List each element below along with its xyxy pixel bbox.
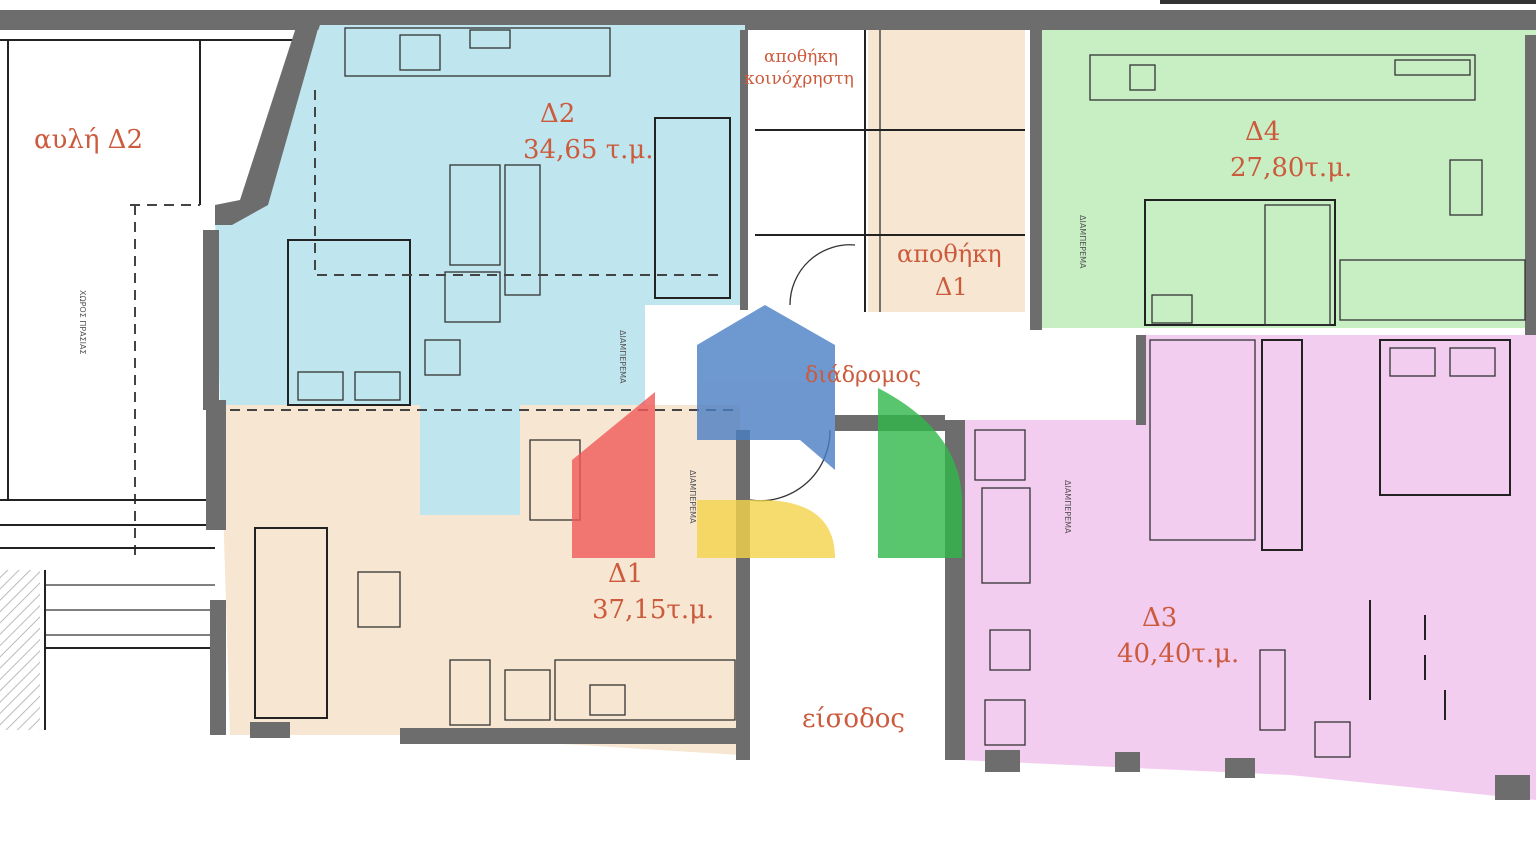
- room-note-d2: ΔΙΑΜΠΕΡΕΜΑ: [618, 330, 627, 384]
- room-note-d4: ΔΙΑΜΠΕΡΕΜΑ: [1078, 215, 1087, 269]
- storage-d1-area: [868, 30, 1025, 312]
- unit-d4-area: 27,80τ.μ.: [1230, 153, 1352, 183]
- room-note-d3: ΔΙΑΜΠΕΡΕΜΑ: [1063, 480, 1072, 534]
- shared-storage-label-2: κοινόχρηστη: [744, 69, 854, 89]
- walls: [203, 15, 1536, 800]
- bottom-margin: [0, 855, 1536, 864]
- logo-yellow-shape: [697, 500, 835, 558]
- unit-d3-name: Δ3: [1142, 603, 1177, 633]
- entrance-label: είσοδος: [802, 704, 905, 734]
- courtyard: [0, 39, 300, 730]
- unit-d4-name: Δ4: [1245, 117, 1280, 147]
- unit-d4-area: [1042, 30, 1536, 328]
- unit-d2-area: 34,65 τ.μ.: [523, 135, 654, 165]
- corridor-label: διάδρομος: [805, 363, 921, 388]
- unit-d1-area: 37,15τ.μ.: [592, 595, 714, 625]
- logo-red-shape: [572, 392, 655, 558]
- courtyard-label: αυλή Δ2: [34, 125, 143, 155]
- top-edge: [1160, 0, 1536, 4]
- courtyard-note: ΧΩΡΟΣ ΠΡΑΣΙΑΣ: [78, 290, 87, 355]
- storage-d1-label-2: Δ1: [935, 273, 968, 301]
- unit-d3-area: 40,40τ.μ.: [1117, 639, 1239, 669]
- unit-d3-area: [945, 335, 1536, 800]
- top-wall: [0, 10, 1536, 30]
- shared-storage-label-1: αποθήκη: [764, 47, 838, 67]
- unit-d1-name: Δ1: [608, 559, 643, 589]
- unit-d2-name: Δ2: [540, 99, 575, 129]
- logo-blue-shape: [697, 305, 835, 470]
- fixtures: [230, 27, 1526, 758]
- unit-d2-area: [215, 25, 745, 515]
- logo-watermark: [572, 305, 962, 558]
- storage-d1-label-1: αποθήκη: [897, 240, 1002, 268]
- logo-green-shape: [878, 388, 962, 558]
- room-note-d1: ΔΙΑΜΠΕΡΕΜΑ: [688, 470, 697, 524]
